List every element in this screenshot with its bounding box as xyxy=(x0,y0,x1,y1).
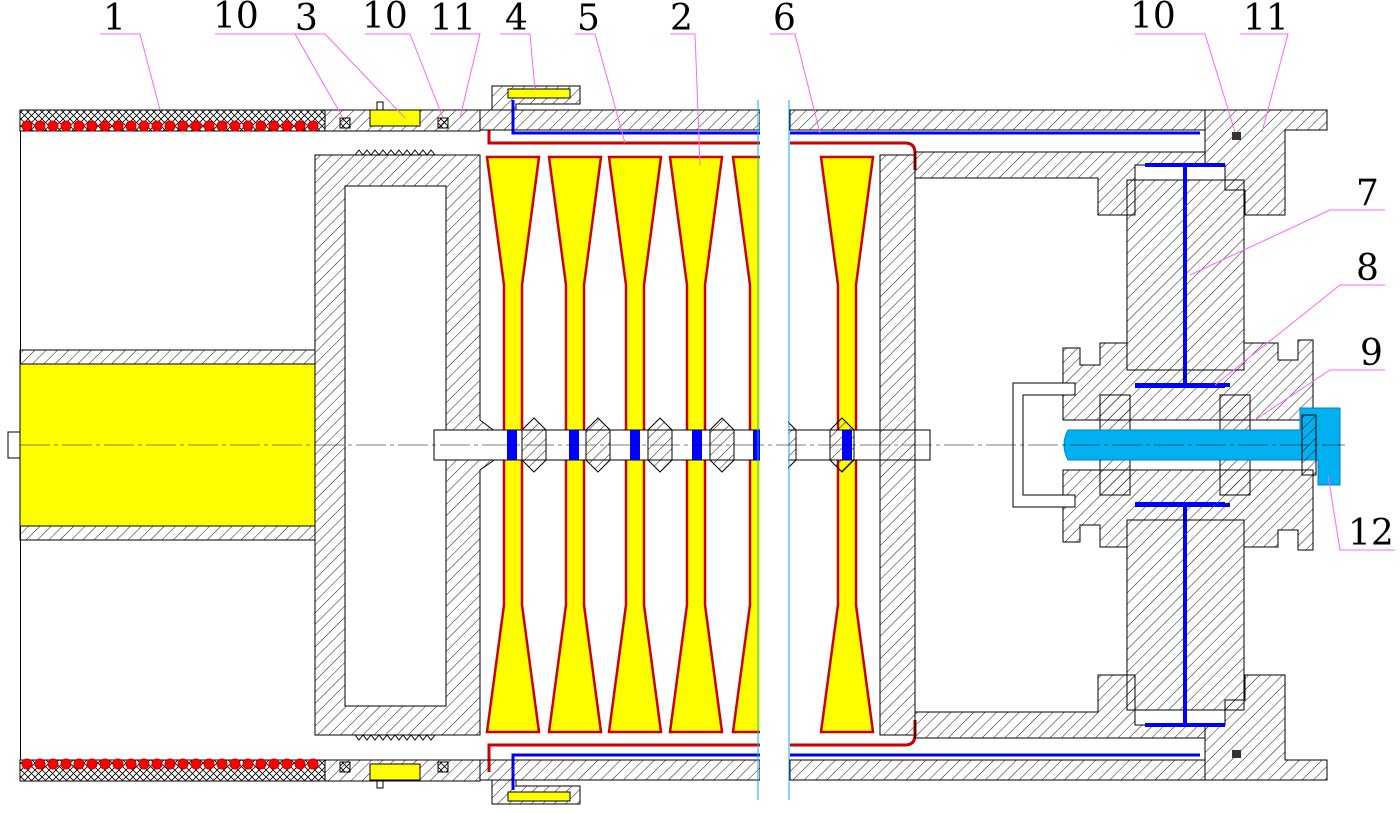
callout-1: 1 xyxy=(103,0,126,39)
coil-bead xyxy=(294,120,306,132)
bearing-blue-top xyxy=(1135,383,1225,388)
coil-3-top xyxy=(369,109,421,127)
tube-top xyxy=(479,109,761,131)
coil-bead xyxy=(21,120,33,132)
right-section xyxy=(20,109,1345,781)
coil-beads-bottom xyxy=(21,758,319,770)
coil-bead xyxy=(73,120,85,132)
coil-bead xyxy=(99,120,111,132)
callout-8: 8 xyxy=(1356,248,1379,289)
seal-10-bottom-a xyxy=(339,761,351,773)
coil-bead xyxy=(307,120,319,132)
coil-bead xyxy=(47,120,59,132)
coil-bead xyxy=(281,120,293,132)
callout-10c: 10 xyxy=(1130,0,1176,37)
coil-bead xyxy=(125,120,137,132)
coil-bead xyxy=(99,758,111,770)
seal-10-top-b xyxy=(437,117,449,129)
coil-bead xyxy=(229,758,241,770)
callout-10a: 10 xyxy=(213,0,259,37)
coil-bead xyxy=(177,120,189,132)
coil-bead xyxy=(86,120,98,132)
coil-bead xyxy=(21,758,33,770)
coil-bead xyxy=(255,758,267,770)
coil-bead xyxy=(268,758,280,770)
coil-bead xyxy=(86,758,98,770)
coil-3-bottom xyxy=(369,763,421,781)
coil-bead xyxy=(190,758,202,770)
tube-bottom xyxy=(479,759,761,781)
coil-bead xyxy=(138,758,150,770)
callout-5: 5 xyxy=(577,0,600,39)
callout-11b: 11 xyxy=(1243,0,1289,39)
coil-bead xyxy=(164,120,176,132)
coil-bead xyxy=(307,758,319,770)
coil-bead xyxy=(216,120,228,132)
right-tube-top xyxy=(789,109,1206,131)
left-section xyxy=(7,85,931,805)
callout-12: 12 xyxy=(1348,513,1394,554)
callouts: 1 10 3 10 11 4 5 2 6 10 11 7 8 9 12 xyxy=(103,0,1394,554)
coil-bead xyxy=(151,758,163,770)
left-cup xyxy=(1012,382,1076,508)
coil-3-terminal-bottom xyxy=(376,780,384,789)
coil-bead xyxy=(164,758,176,770)
coil-3-terminal-top xyxy=(376,101,384,110)
coil-bead xyxy=(203,120,215,132)
coil-bead xyxy=(112,120,124,132)
coil-bead xyxy=(112,758,124,770)
seal-10-top-a xyxy=(339,117,351,129)
coil-bead xyxy=(242,758,254,770)
coil-bead xyxy=(73,758,85,770)
coil-bead xyxy=(255,120,267,132)
seal-10-right-bottom xyxy=(1232,750,1241,758)
coil-bead xyxy=(34,120,46,132)
callout-7: 7 xyxy=(1356,173,1379,214)
coil-bead xyxy=(151,120,163,132)
core-housing-bottom xyxy=(19,525,316,541)
clamp-4-yellow-top xyxy=(507,88,571,99)
callout-4: 4 xyxy=(505,0,528,39)
right-tube-bottom xyxy=(789,759,1206,781)
seal-10-right-top xyxy=(1232,132,1241,140)
coil-bead xyxy=(268,120,280,132)
coil-bead xyxy=(177,758,189,770)
callout-6: 6 xyxy=(773,0,796,39)
callout-leaders xyxy=(100,33,1395,551)
core-housing-top xyxy=(19,349,316,365)
coil-bead xyxy=(60,120,72,132)
callout-11a: 11 xyxy=(430,0,476,39)
coil-bead xyxy=(229,120,241,132)
coil-bead xyxy=(242,120,254,132)
thread-top xyxy=(354,149,436,156)
coil-bead xyxy=(47,758,59,770)
callout-10b: 10 xyxy=(362,0,408,37)
coil-bead xyxy=(34,758,46,770)
coil-bead xyxy=(125,758,137,770)
break-gap xyxy=(760,100,788,810)
bearing-blue-bottom xyxy=(1135,502,1225,507)
coil-bead xyxy=(138,120,150,132)
callout-2: 2 xyxy=(670,0,693,39)
coil-bead xyxy=(60,758,72,770)
callout-3: 3 xyxy=(295,0,318,39)
coil-bead xyxy=(203,758,215,770)
coil-bead xyxy=(216,758,228,770)
seal-10-bottom-b xyxy=(437,761,449,773)
cyan-shaft xyxy=(1063,407,1341,486)
coil-bead xyxy=(281,758,293,770)
coil-beads-top xyxy=(21,120,319,132)
coil-bead xyxy=(294,758,306,770)
thread-bottom xyxy=(354,734,436,741)
shaft-hub xyxy=(585,417,611,473)
coil-bead xyxy=(190,120,202,132)
left-stub xyxy=(7,431,21,459)
clamp-4-yellow-bottom xyxy=(507,791,571,802)
red-liner-top xyxy=(487,130,760,145)
callout-9: 9 xyxy=(1360,333,1383,374)
